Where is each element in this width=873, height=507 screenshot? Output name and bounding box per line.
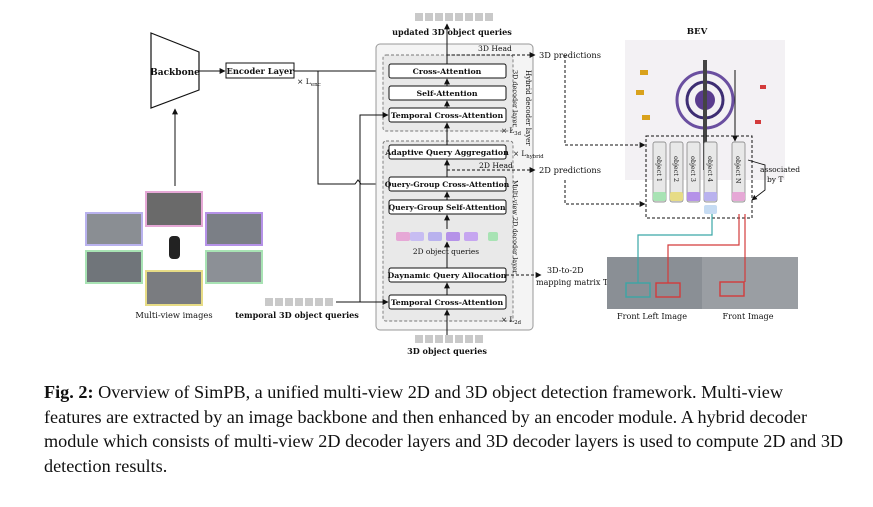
pred-3d-connector <box>564 55 646 148</box>
assoc-line-teal <box>637 214 713 283</box>
caption-text: Overview of SimPB, a unified multi-view … <box>44 382 844 476</box>
ego-car-icon <box>169 236 180 259</box>
architecture-diagram: Backbone Encoder Layer × Lenc Multi-view… <box>85 13 800 356</box>
updated-queries-label: updated 3D object queries <box>392 27 512 37</box>
caption-label: Fig. 2: <box>44 382 94 402</box>
queries-3d-squares <box>415 335 483 343</box>
head-2d-label: 2D Head <box>479 161 513 170</box>
bev-label: BEV <box>687 27 708 37</box>
object-n-label: object N <box>734 156 742 184</box>
mapping-label-1: 3D-to-2D <box>547 266 584 275</box>
pred-2d-label: 2D predictions <box>539 165 601 175</box>
backbone-block <box>150 32 200 109</box>
qg-self-attention-label: Query-Group Self-Attention <box>388 203 505 212</box>
assoc-line-red-1 <box>667 214 740 283</box>
encoder-to-qg-cross <box>317 71 389 187</box>
associated-by-t-label: by T <box>767 175 783 184</box>
object-4-label: object 4 <box>706 156 714 182</box>
decoder-2d-vertical-label: Multi-view 2D decoder layer <box>511 180 519 275</box>
temporal-queries-squares <box>265 298 333 306</box>
object-columns <box>652 141 746 214</box>
l-3d-label: × L3d <box>501 126 522 137</box>
decoder-3d-vertical-label: 3D decoder layer <box>511 70 519 128</box>
adaptive-query-aggregation-block <box>388 144 507 160</box>
mapping-label-2: mapping matrix T <box>536 278 609 287</box>
encoder-label: Encoder Layer <box>227 66 295 76</box>
queries-3d-label: 3D object queries <box>407 346 487 356</box>
pred-3d-label: 3D predictions <box>539 50 601 60</box>
temporal-cross-attention-top-label: Temporal Cross-Attention <box>391 111 504 120</box>
dynamic-query-allocation-label: Daynamic Query Allocation <box>388 271 507 280</box>
front-label: Front Image <box>722 311 773 321</box>
adaptive-query-aggregation-label: Adaptive Query Aggregation <box>384 148 509 157</box>
l-enc-label: × Lenc <box>297 77 321 88</box>
front-left-label: Front Left Image <box>617 311 687 321</box>
temporal-cross-attention-bottom-label: Temporal Cross-Attention <box>391 298 504 307</box>
front-left-image <box>607 257 702 309</box>
object-2-label: object 2 <box>672 156 680 182</box>
backbone-label: Backbone <box>150 68 200 78</box>
figure-caption: Fig. 2: Overview of SimPB, a unified mul… <box>44 380 844 478</box>
temporal-queries-label: temporal 3D object queries <box>235 310 359 320</box>
head-3d-label: 3D Head <box>478 44 512 53</box>
multiview-images <box>85 191 263 306</box>
objects-dashed-box <box>645 135 753 219</box>
queries-2d-label: 2D object queries <box>413 247 479 256</box>
hybrid-vertical-label: Hybrid decoder layer <box>524 70 532 146</box>
pred-2d-connector <box>564 180 646 207</box>
l-2d-label: × L2d <box>501 315 522 326</box>
self-attention-label: Self-Attention <box>416 89 477 98</box>
multiview-images-label: Multi-view images <box>135 310 212 320</box>
object-3-label: object 3 <box>689 156 697 182</box>
associated-arrow <box>747 159 766 201</box>
l-hybrid-label: × Lhybrid <box>513 149 544 160</box>
temporal-queries-to-tca-top <box>359 112 389 302</box>
front-image <box>702 257 798 309</box>
qg-cross-attention-label: Query-Group Cross-Attention <box>385 180 510 189</box>
cross-attention-label: Cross-Attention <box>413 67 482 76</box>
queries-2d-squares <box>396 232 498 241</box>
associated-label: associated <box>760 165 800 174</box>
updated-queries-squares <box>415 13 493 21</box>
object-1-label: object 1 <box>655 156 663 182</box>
